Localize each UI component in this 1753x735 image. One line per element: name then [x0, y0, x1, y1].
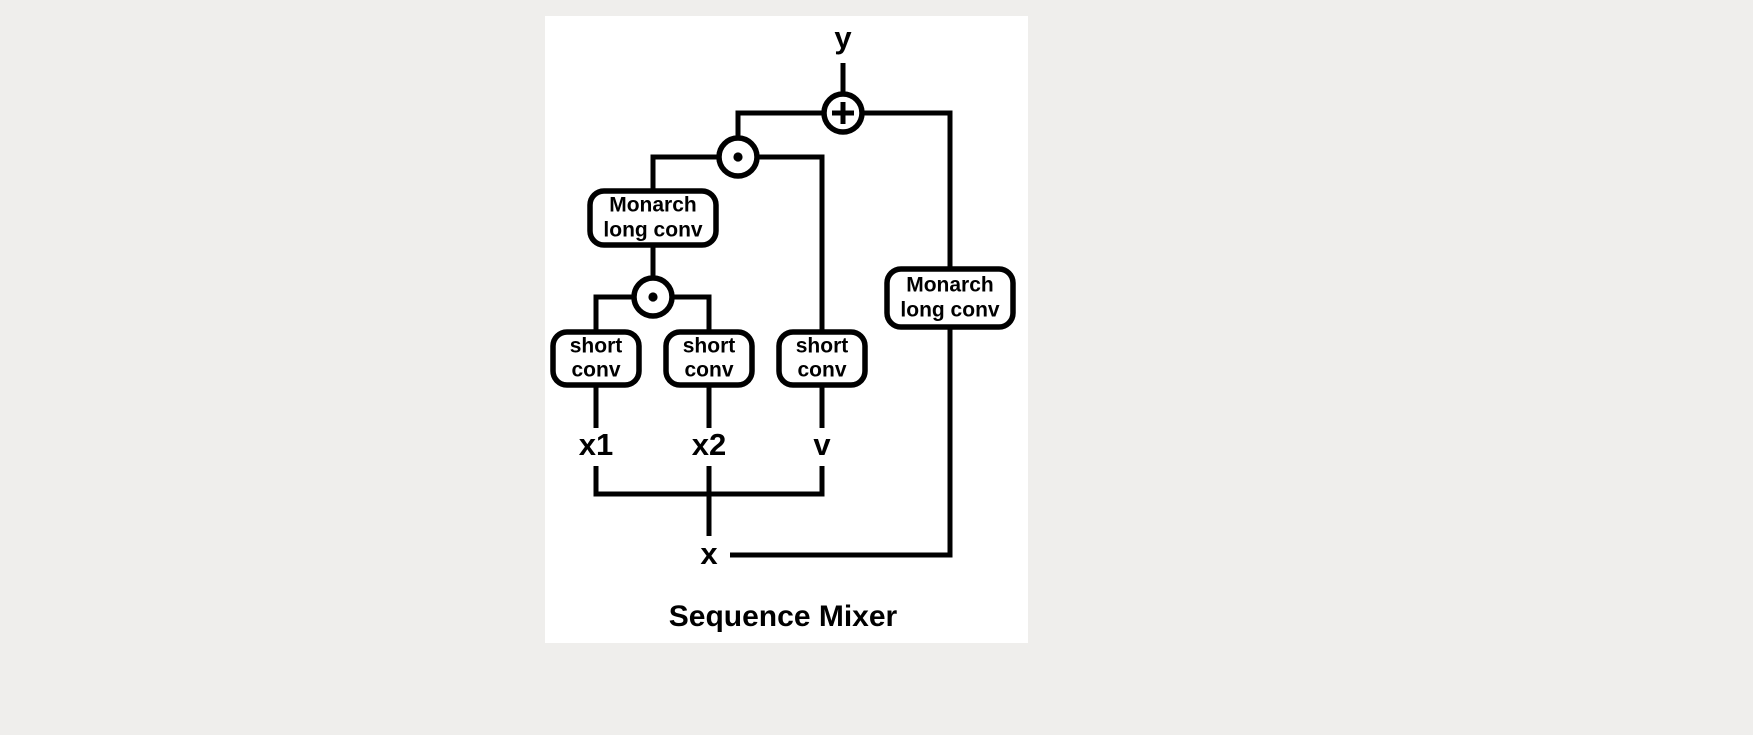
label-input-x: x [700, 536, 718, 571]
block-short-conv-v-shape [776, 329, 868, 388]
operator-gate-lower-icon[interactable] [631, 275, 675, 319]
block-short-conv-x2-line2: conv [684, 359, 733, 382]
label-branch-v: v [813, 427, 831, 462]
wire-gate-upper-to-add [735, 110, 824, 142]
wire-monarch-left-to-gate-upper [650, 154, 719, 191]
block-short-conv-x1-line2: conv [571, 359, 620, 382]
block-short-conv-v[interactable]: short conv [776, 329, 868, 388]
block-monarch-long-conv-right[interactable]: Monarch long conv [884, 266, 1016, 330]
block-short-conv-x1-shape [550, 329, 642, 388]
operator-gate-lower-dot [648, 292, 658, 302]
block-short-conv-v-line1: short [796, 335, 849, 358]
sequence-mixer-diagram: Monarch long conv Monarch long conv shor… [550, 20, 1016, 633]
wire-layer [593, 63, 953, 558]
block-short-conv-x1[interactable]: short conv [550, 329, 642, 388]
block-layer: Monarch long conv Monarch long conv shor… [550, 188, 1016, 388]
label-branch-x2: x2 [692, 427, 726, 462]
block-monarch-left-line2: long conv [603, 219, 702, 242]
block-monarch-left-line1: Monarch [609, 194, 697, 217]
block-monarch-long-conv-left[interactable]: Monarch long conv [587, 188, 719, 248]
block-short-conv-x2-line1: short [683, 335, 736, 358]
operator-add-glyph [832, 102, 854, 124]
block-monarch-left-shape [587, 188, 719, 248]
operator-add-icon[interactable] [821, 91, 865, 135]
operator-gate-upper-dot [733, 152, 743, 162]
wire-short-conv-x2-to-gate-lower [672, 294, 712, 332]
block-short-conv-x1-line1: short [570, 335, 623, 358]
block-short-conv-v-line2: conv [797, 359, 846, 382]
wire-monarch-right-to-add [862, 110, 953, 269]
block-monarch-right-line2: long conv [900, 299, 999, 322]
block-monarch-right-line1: Monarch [906, 274, 994, 297]
operator-gate-upper-icon[interactable] [716, 135, 760, 179]
label-branch-x1: x1 [579, 427, 613, 462]
operator-layer [631, 91, 865, 319]
wire-x-to-monarch-right [730, 327, 953, 558]
variable-label-layer: y x1 x2 v x [579, 20, 853, 571]
wire-short-conv-v-to-gate-upper [757, 154, 825, 332]
block-monarch-right-shape [884, 266, 1016, 330]
wire-short-conv-x1-to-gate-lower [593, 294, 634, 332]
diagram-canvas: Monarch long conv Monarch long conv shor… [545, 16, 1028, 643]
figure-caption: Sequence Mixer [669, 600, 898, 633]
label-output-y: y [834, 20, 852, 55]
block-short-conv-x2-shape [663, 329, 755, 388]
block-short-conv-x2[interactable]: short conv [663, 329, 755, 388]
